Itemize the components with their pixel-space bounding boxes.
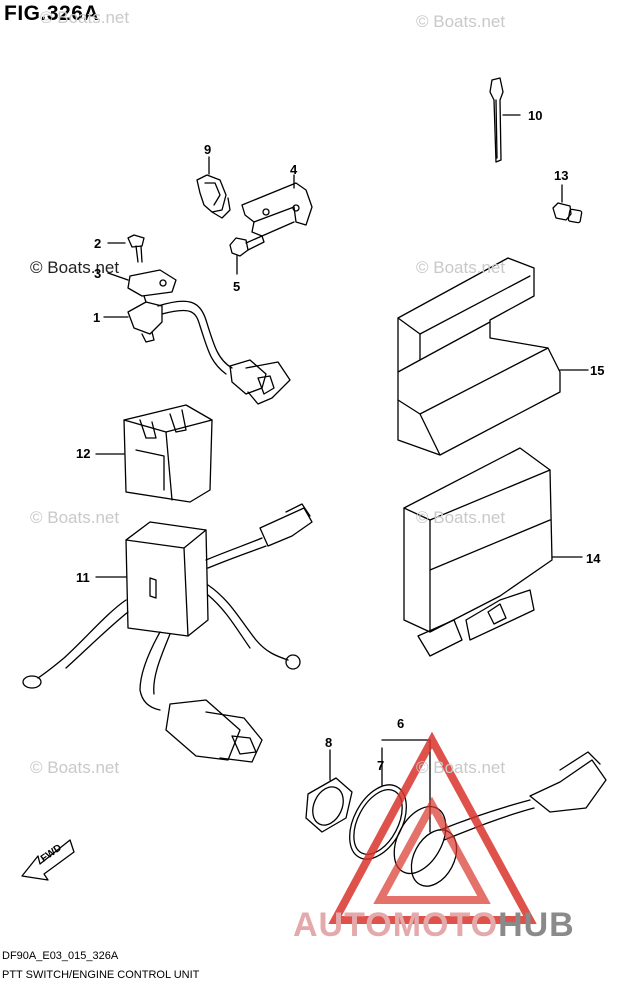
brand-part-2: HUB [498, 906, 575, 944]
callout-1: 1 [93, 310, 101, 325]
part-5-screw [229, 235, 265, 275]
callout-11: 11 [76, 570, 90, 585]
part-10-cable-tie [489, 77, 521, 163]
part-11-relay-harness [22, 503, 313, 763]
part-15-cushion [397, 257, 589, 456]
callout-10: 10 [528, 108, 543, 123]
callout-15: 15 [590, 363, 605, 378]
callout-12: 12 [76, 446, 91, 461]
watermark-text: © Boats.net [40, 8, 130, 27]
brand-triangle-logo [328, 731, 537, 924]
watermark-text: © Boats.net [416, 508, 506, 527]
part-2-screw [107, 234, 145, 263]
watermark-text: © Boats.net [416, 258, 506, 277]
callout-4: 4 [290, 162, 298, 177]
watermark-text: © Boats.net [416, 12, 506, 31]
part-9-clip [196, 156, 231, 219]
callout-6: 6 [397, 716, 405, 731]
watermark-text: © Boats.net [30, 258, 120, 277]
fwd-arrow-shape [21, 839, 75, 881]
part-12-cover [95, 404, 213, 503]
watermark-text: © Boats.net [30, 508, 120, 527]
brand-part-1: AUTOMOTO [293, 906, 499, 944]
watermark-text: © Boats.net [30, 758, 120, 777]
callout-5: 5 [233, 279, 241, 294]
brand-wordmark: AUTOMOTOHUB [293, 906, 575, 945]
callout-7: 7 [377, 758, 385, 773]
callout-3: 3 [94, 266, 102, 281]
callout-2: 2 [94, 236, 102, 251]
callout-9: 9 [204, 142, 212, 157]
figure-caption: PTT SWITCH/ENGINE CONTROL UNIT [2, 969, 200, 981]
part-4-bracket [241, 174, 313, 237]
callout-14: 14 [586, 551, 601, 566]
part-8-locknut [305, 749, 353, 833]
part-13-bolt [552, 184, 583, 224]
part-14-ecu [403, 447, 583, 657]
part-1-ptt-switch [103, 295, 291, 405]
watermark-text: © Boats.net [416, 758, 506, 777]
figure-code: DF90A_E03_015_326A [2, 950, 119, 962]
figure-title: FIG.326A [4, 2, 100, 25]
callout-13: 13 [554, 168, 569, 183]
callout-8: 8 [325, 735, 333, 750]
part-3-plate [107, 269, 177, 297]
